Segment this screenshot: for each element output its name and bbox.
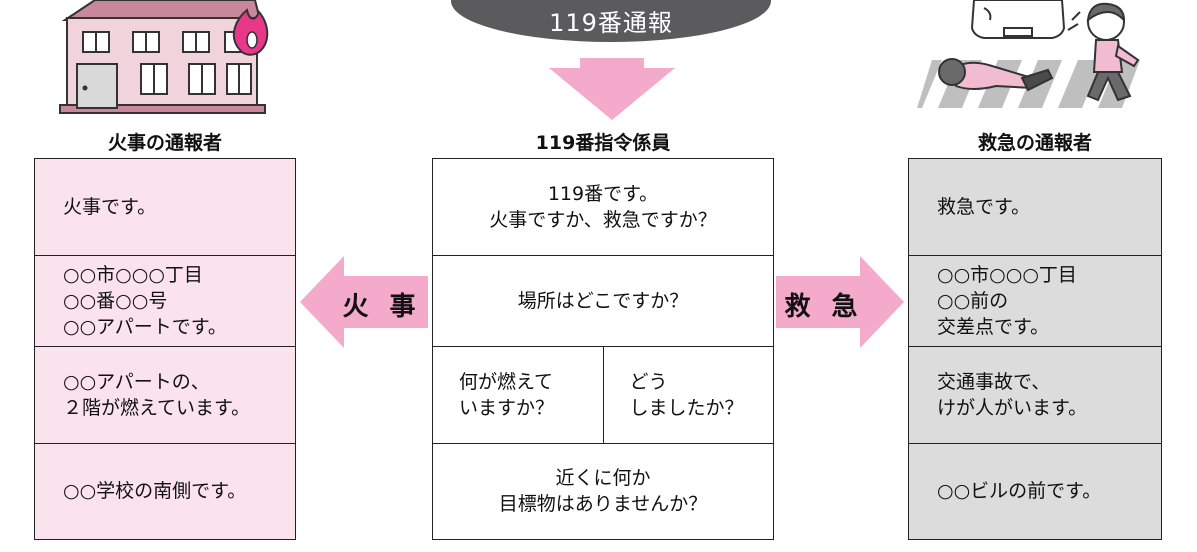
ambulance-caller-row: 救急です。	[909, 159, 1161, 256]
dispatcher-column: 119番です。 火事ですか、救急ですか？ 場所はどこですか？ 何が燃えて います…	[432, 158, 774, 540]
line: 近くに何か	[555, 467, 651, 489]
ambulance-caller-row: ○○ビルの前です。	[909, 444, 1161, 538]
line: 救急です。	[937, 196, 1031, 218]
down-arrow-icon	[549, 58, 675, 120]
dispatcher-row: 近くに何か 目標物はありませんか？	[433, 444, 773, 538]
line: 火事ですか、救急ですか？	[489, 209, 717, 231]
fire-caller-row: ○○アパートの、 ２階が燃えています。	[35, 347, 295, 444]
fire-question: 何が燃えて いますか？	[433, 347, 603, 443]
ambulance-caller-row: 交通事故で、 けが人がいます。	[909, 347, 1161, 444]
fire-caller-row: 火事です。	[35, 159, 295, 256]
line: 何が燃えて	[459, 371, 554, 393]
line: ○○アパートです。	[63, 316, 227, 338]
line: ○○市○○○丁目	[63, 264, 203, 286]
fire-arrow-label: 火 事	[342, 292, 422, 322]
line: いますか？	[459, 397, 555, 419]
traffic-accident-illustration	[917, 0, 1152, 108]
line: ○○アパートの、	[63, 371, 210, 393]
fire-caller-row: ○○学校の南側です。	[35, 444, 295, 538]
line: ○○市○○○丁目	[937, 264, 1077, 286]
fire-caller-row: ○○市○○○丁目 ○○番○○号 ○○アパートです。	[35, 256, 295, 347]
dispatcher-row-split: 何が燃えて いますか？ どう しましたか？	[433, 347, 773, 444]
line: 交通事故で、	[937, 371, 1051, 393]
line: 119番です。	[547, 183, 659, 205]
line: ○○ビルの前です。	[937, 480, 1102, 502]
line: ○○番○○号	[63, 290, 168, 312]
dispatcher-row: 119番です。 火事ですか、救急ですか？	[433, 159, 773, 256]
line: 目標物はありませんか？	[498, 493, 708, 515]
fire-caller-column: 火事です。 ○○市○○○丁目 ○○番○○号 ○○アパートです。 ○○アパートの、…	[34, 158, 296, 540]
dispatcher-row: 場所はどこですか？	[433, 256, 773, 347]
ambulance-caller-column: 救急です。 ○○市○○○丁目 ○○前の 交差点です。 交通事故で、 けが人がいま…	[908, 158, 1162, 540]
line: しましたか？	[629, 397, 744, 419]
line: ２階が燃えています。	[63, 397, 251, 419]
line: ○○学校の南側です。	[63, 480, 247, 502]
line: 火事です。	[63, 196, 157, 218]
ambulance-question: どう しましたか？	[602, 347, 774, 443]
right-caption: 救急の通報者	[977, 132, 1092, 154]
line: 交差点です。	[937, 316, 1050, 338]
line: 場所はどこですか？	[517, 290, 689, 312]
house-on-fire-illustration	[59, 0, 269, 114]
fire-arrow-left	[300, 256, 428, 348]
center-caption: 119番指令係員	[535, 132, 671, 154]
left-caption: 火事の通報者	[107, 132, 222, 154]
ambulance-arrow-label: 救 急	[784, 292, 864, 322]
line: けが人がいます。	[937, 397, 1088, 419]
emergency-call-pill: 119番通報	[451, 0, 771, 42]
ambulance-caller-row: ○○市○○○丁目 ○○前の 交差点です。	[909, 256, 1161, 347]
line: どう	[629, 371, 668, 393]
ambulance-arrow-right	[776, 256, 904, 348]
line: ○○前の	[937, 290, 1009, 312]
